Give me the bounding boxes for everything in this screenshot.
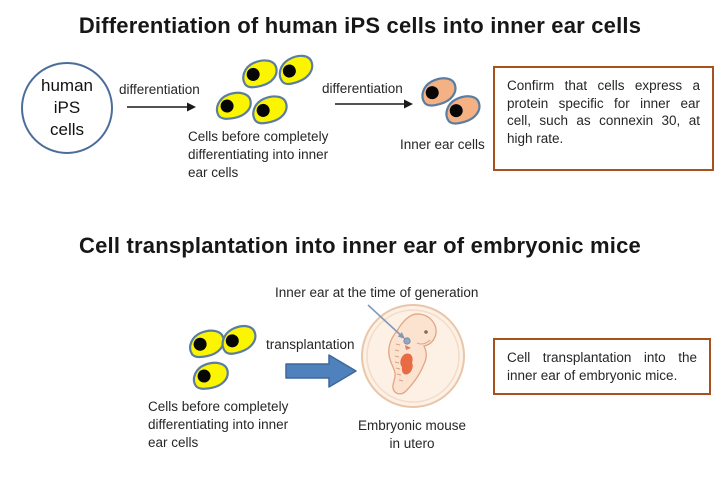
note-box-transplantation: Cell transplantation into the inner ear … (493, 338, 711, 395)
transplantation-label: transplantation (266, 337, 355, 352)
human-ips-cells-node: human iPS cells (21, 62, 113, 154)
embryonic-mouse-illustration (361, 304, 465, 408)
precursor-cells-group-top (213, 50, 318, 127)
precursor-cells-label-top: Cells before completely differentiating … (188, 129, 329, 180)
differentiation-label-1: differentiation (119, 82, 200, 97)
section1-title: Differentiation of human iPS cells into … (78, 13, 642, 38)
inner-ear-cells-group (417, 73, 484, 128)
inner-ear-pointer-label: Inner ear at the time of generation (275, 285, 479, 300)
differentiation-arrow-2-icon (335, 99, 413, 109)
precursor-cells-label-bottom: Cells before completely differentiating … (148, 399, 289, 450)
transplantation-arrow-icon (285, 354, 357, 388)
section2-title: Cell transplantation into inner ear of e… (79, 233, 641, 258)
embryo-caption: Embryonic mouse in utero (357, 418, 467, 451)
differentiation-label-2: differentiation (322, 81, 403, 96)
precursor-cells-group-bottom (186, 321, 261, 392)
human-ips-cells-label: human iPS cells (41, 76, 93, 139)
note-box-connexin: Confirm that cells express a protein spe… (493, 66, 714, 171)
differentiation-arrow-1-icon (127, 102, 196, 112)
inner-ear-cells-label: Inner ear cells (400, 137, 485, 152)
